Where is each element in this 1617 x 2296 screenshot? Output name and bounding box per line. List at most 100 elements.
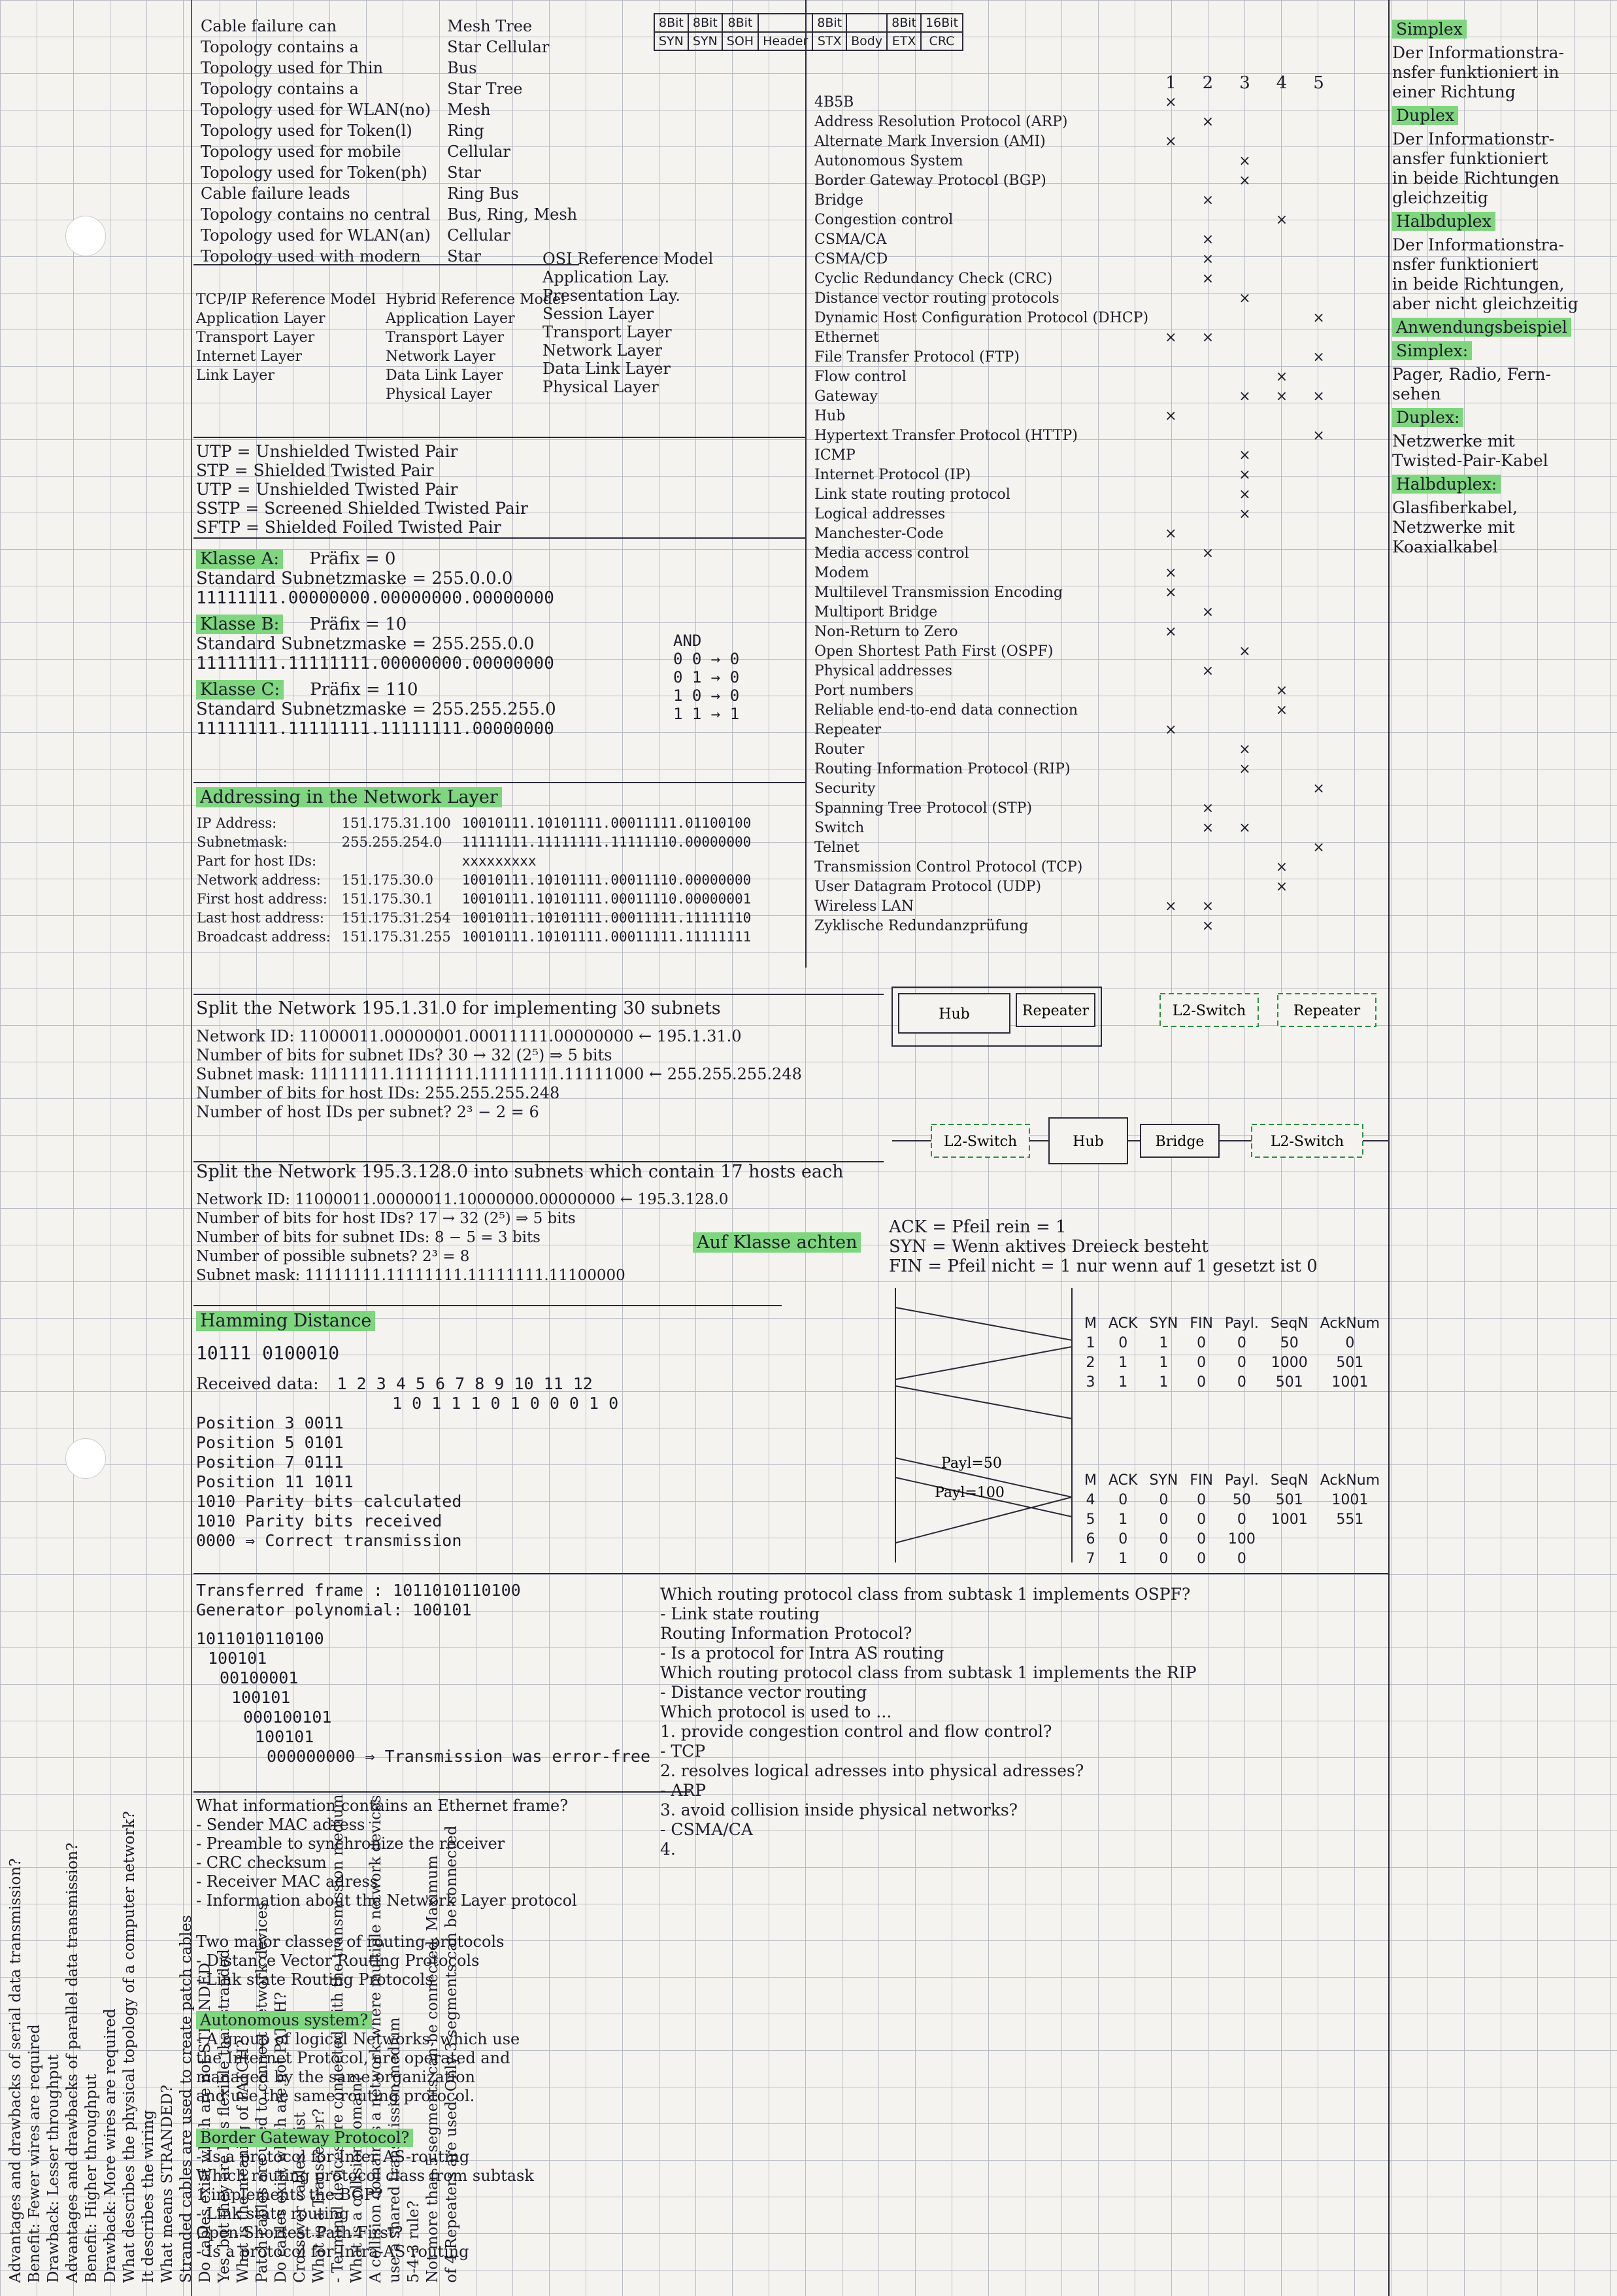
margin-note: Stranded cables are used to create patch… xyxy=(178,1915,195,2283)
bgp-line: - Is a protocol for Intra-AS routing xyxy=(196,2242,469,2261)
margin-note: Drawback: Lesser throughput xyxy=(45,2054,62,2283)
protocol-mark: × xyxy=(1165,722,1177,738)
protocol-mark xyxy=(1226,132,1263,152)
duplex-heading-label: Duplex: xyxy=(1392,408,1464,427)
protocol-name: Repeater xyxy=(814,722,882,738)
protocol-mark xyxy=(1190,681,1227,701)
cable-type: UTP = Unshielded Twisted Pair xyxy=(196,480,458,499)
protocol-mark: × xyxy=(1201,545,1214,562)
protocol-mark xyxy=(1152,917,1190,936)
protocol-mark xyxy=(1226,407,1263,426)
tcp-cell: 0 xyxy=(1159,1511,1169,1528)
bgp-section: Border Gateway Protocol? - Is a protocol… xyxy=(196,2129,534,2261)
duplex-heading-label: Halbduplex: xyxy=(1392,475,1501,494)
split2-note: Auf Klasse achten xyxy=(693,1232,861,1253)
crc-frame: Transferred frame : 1011010110100 xyxy=(196,1581,521,1600)
protocol-mark xyxy=(1226,269,1263,289)
protocol-mark xyxy=(1263,328,1301,348)
question-line: - CSMA/CA xyxy=(660,1820,753,1839)
protocol-mark: × xyxy=(1201,918,1214,934)
question-line: Which protocol is used to ... xyxy=(660,1702,892,1721)
tcp-cell xyxy=(1265,1549,1314,1569)
split2-line: Number of possible subnets? 2³ = 8 xyxy=(196,1248,470,1265)
topology-question: Cable failure can xyxy=(201,17,337,35)
protocol-mark xyxy=(1190,779,1227,799)
protocol-name: Hub xyxy=(814,408,846,424)
tcp-col-head: M xyxy=(1084,1315,1097,1332)
protocol-mark xyxy=(1263,309,1301,328)
protocol-mark xyxy=(1263,505,1301,524)
tcp-col-head: SYN xyxy=(1149,1315,1178,1332)
protocol-row: Security× xyxy=(810,779,1337,799)
autonomous-line: the Internet Protocol, are operated and xyxy=(196,2049,510,2067)
protocol-mark xyxy=(1190,720,1227,740)
protocol-mark: × xyxy=(1275,369,1288,385)
protocol-mark xyxy=(1152,348,1190,367)
protocol-mark xyxy=(1263,779,1301,799)
received-bits: 1 0 1 1 1 0 1 0 0 0 1 0 xyxy=(392,1394,619,1413)
protocol-mark xyxy=(1300,642,1337,662)
device-label: L2-Switch xyxy=(1173,1003,1246,1019)
margin-note: Advantages and drawbacks of parallel dat… xyxy=(64,1842,81,2284)
duplex-heading: Halbduplex: xyxy=(1392,475,1578,494)
protocol-mark: × xyxy=(1239,741,1251,758)
protocol-name: Address Resolution Protocol (ARP) xyxy=(814,114,1068,130)
duplex-text: nsfer funktioniert xyxy=(1392,255,1539,274)
frame-field: Body xyxy=(846,31,888,51)
tcp-cell: 0 xyxy=(1237,1551,1246,1567)
protocol-mark xyxy=(1263,250,1301,269)
duplex-heading: Duplex: xyxy=(1392,408,1578,428)
protocol-mark xyxy=(1263,583,1301,603)
question-line: - Distance vector routing xyxy=(660,1683,867,1702)
tcp-col-head: SeqN xyxy=(1270,1472,1309,1489)
protocol-name: Link state routing protocol xyxy=(814,486,1010,503)
device-label: L2-Switch xyxy=(1271,1134,1344,1150)
protocol-mark: × xyxy=(1275,388,1288,405)
tcp-cell: 100 xyxy=(1227,1531,1256,1547)
protocol-row: Dynamic Host Configuration Protocol (DHC… xyxy=(810,309,1337,328)
and-title: AND xyxy=(673,632,702,650)
frame-bits xyxy=(846,13,888,33)
protocol-row: Cyclic Redundancy Check (CRC)× xyxy=(810,269,1337,289)
duplex-heading-label: Simplex: xyxy=(1392,341,1473,360)
protocol-mark: × xyxy=(1201,114,1214,130)
duplex-text: in beide Richtungen xyxy=(1392,169,1559,188)
class-mask-binary: 11111111.11111111.11111111.00000000 xyxy=(196,719,554,739)
tcp-cell: 1000 xyxy=(1271,1355,1308,1371)
topology-answer: Star Cellular xyxy=(447,38,550,56)
protocol-mark xyxy=(1226,191,1263,211)
topology-question: Topology contains a xyxy=(201,80,359,98)
protocol-mark xyxy=(1300,819,1337,838)
protocol-name: Security xyxy=(814,781,876,797)
protocol-name: Multilevel Transmission Encoding xyxy=(814,584,1063,601)
protocol-mark xyxy=(1300,211,1337,230)
address-cell: 151.175.30.1 xyxy=(341,891,434,907)
protocol-name: Border Gateway Protocol (BGP) xyxy=(814,173,1046,189)
tcp-cell: 0 xyxy=(1197,1492,1207,1508)
topology-question: Topology used for Token(ph) xyxy=(201,163,427,182)
protocol-mark xyxy=(1300,93,1337,112)
ethernet-item: - Information about the Network Layer pr… xyxy=(196,1891,577,1910)
topology-answer: Star Tree xyxy=(447,80,523,98)
class-prefix: Präfix = 0 xyxy=(309,549,396,569)
hybrid-layer: Application Layer xyxy=(386,311,515,327)
protocol-mark xyxy=(1300,681,1337,701)
topology-answer: Bus, Ring, Mesh xyxy=(447,205,578,224)
device-box xyxy=(1016,993,1095,1027)
protocol-mark xyxy=(1300,799,1337,819)
tcp-cell: 0 xyxy=(1159,1492,1169,1508)
protocol-mark xyxy=(1300,446,1337,465)
protocol-mark xyxy=(1263,662,1301,681)
tcp-model: TCP/IP Reference Model Application Layer… xyxy=(196,290,376,385)
crc-section: Transferred frame : 1011010110100 Genera… xyxy=(196,1581,650,1766)
protocol-mark xyxy=(1152,230,1190,250)
duplex-text: Glasfiberkabel, xyxy=(1392,498,1518,517)
tcp-cell: 1 xyxy=(1159,1374,1169,1391)
class-mask-binary: 11111111.11111111.00000000.00000000 xyxy=(196,654,554,673)
duplex-text: in beide Richtungen, xyxy=(1392,275,1565,294)
topology-question: Topology used with modern xyxy=(201,247,421,265)
tcp-title: TCP/IP Reference Model xyxy=(196,292,376,308)
